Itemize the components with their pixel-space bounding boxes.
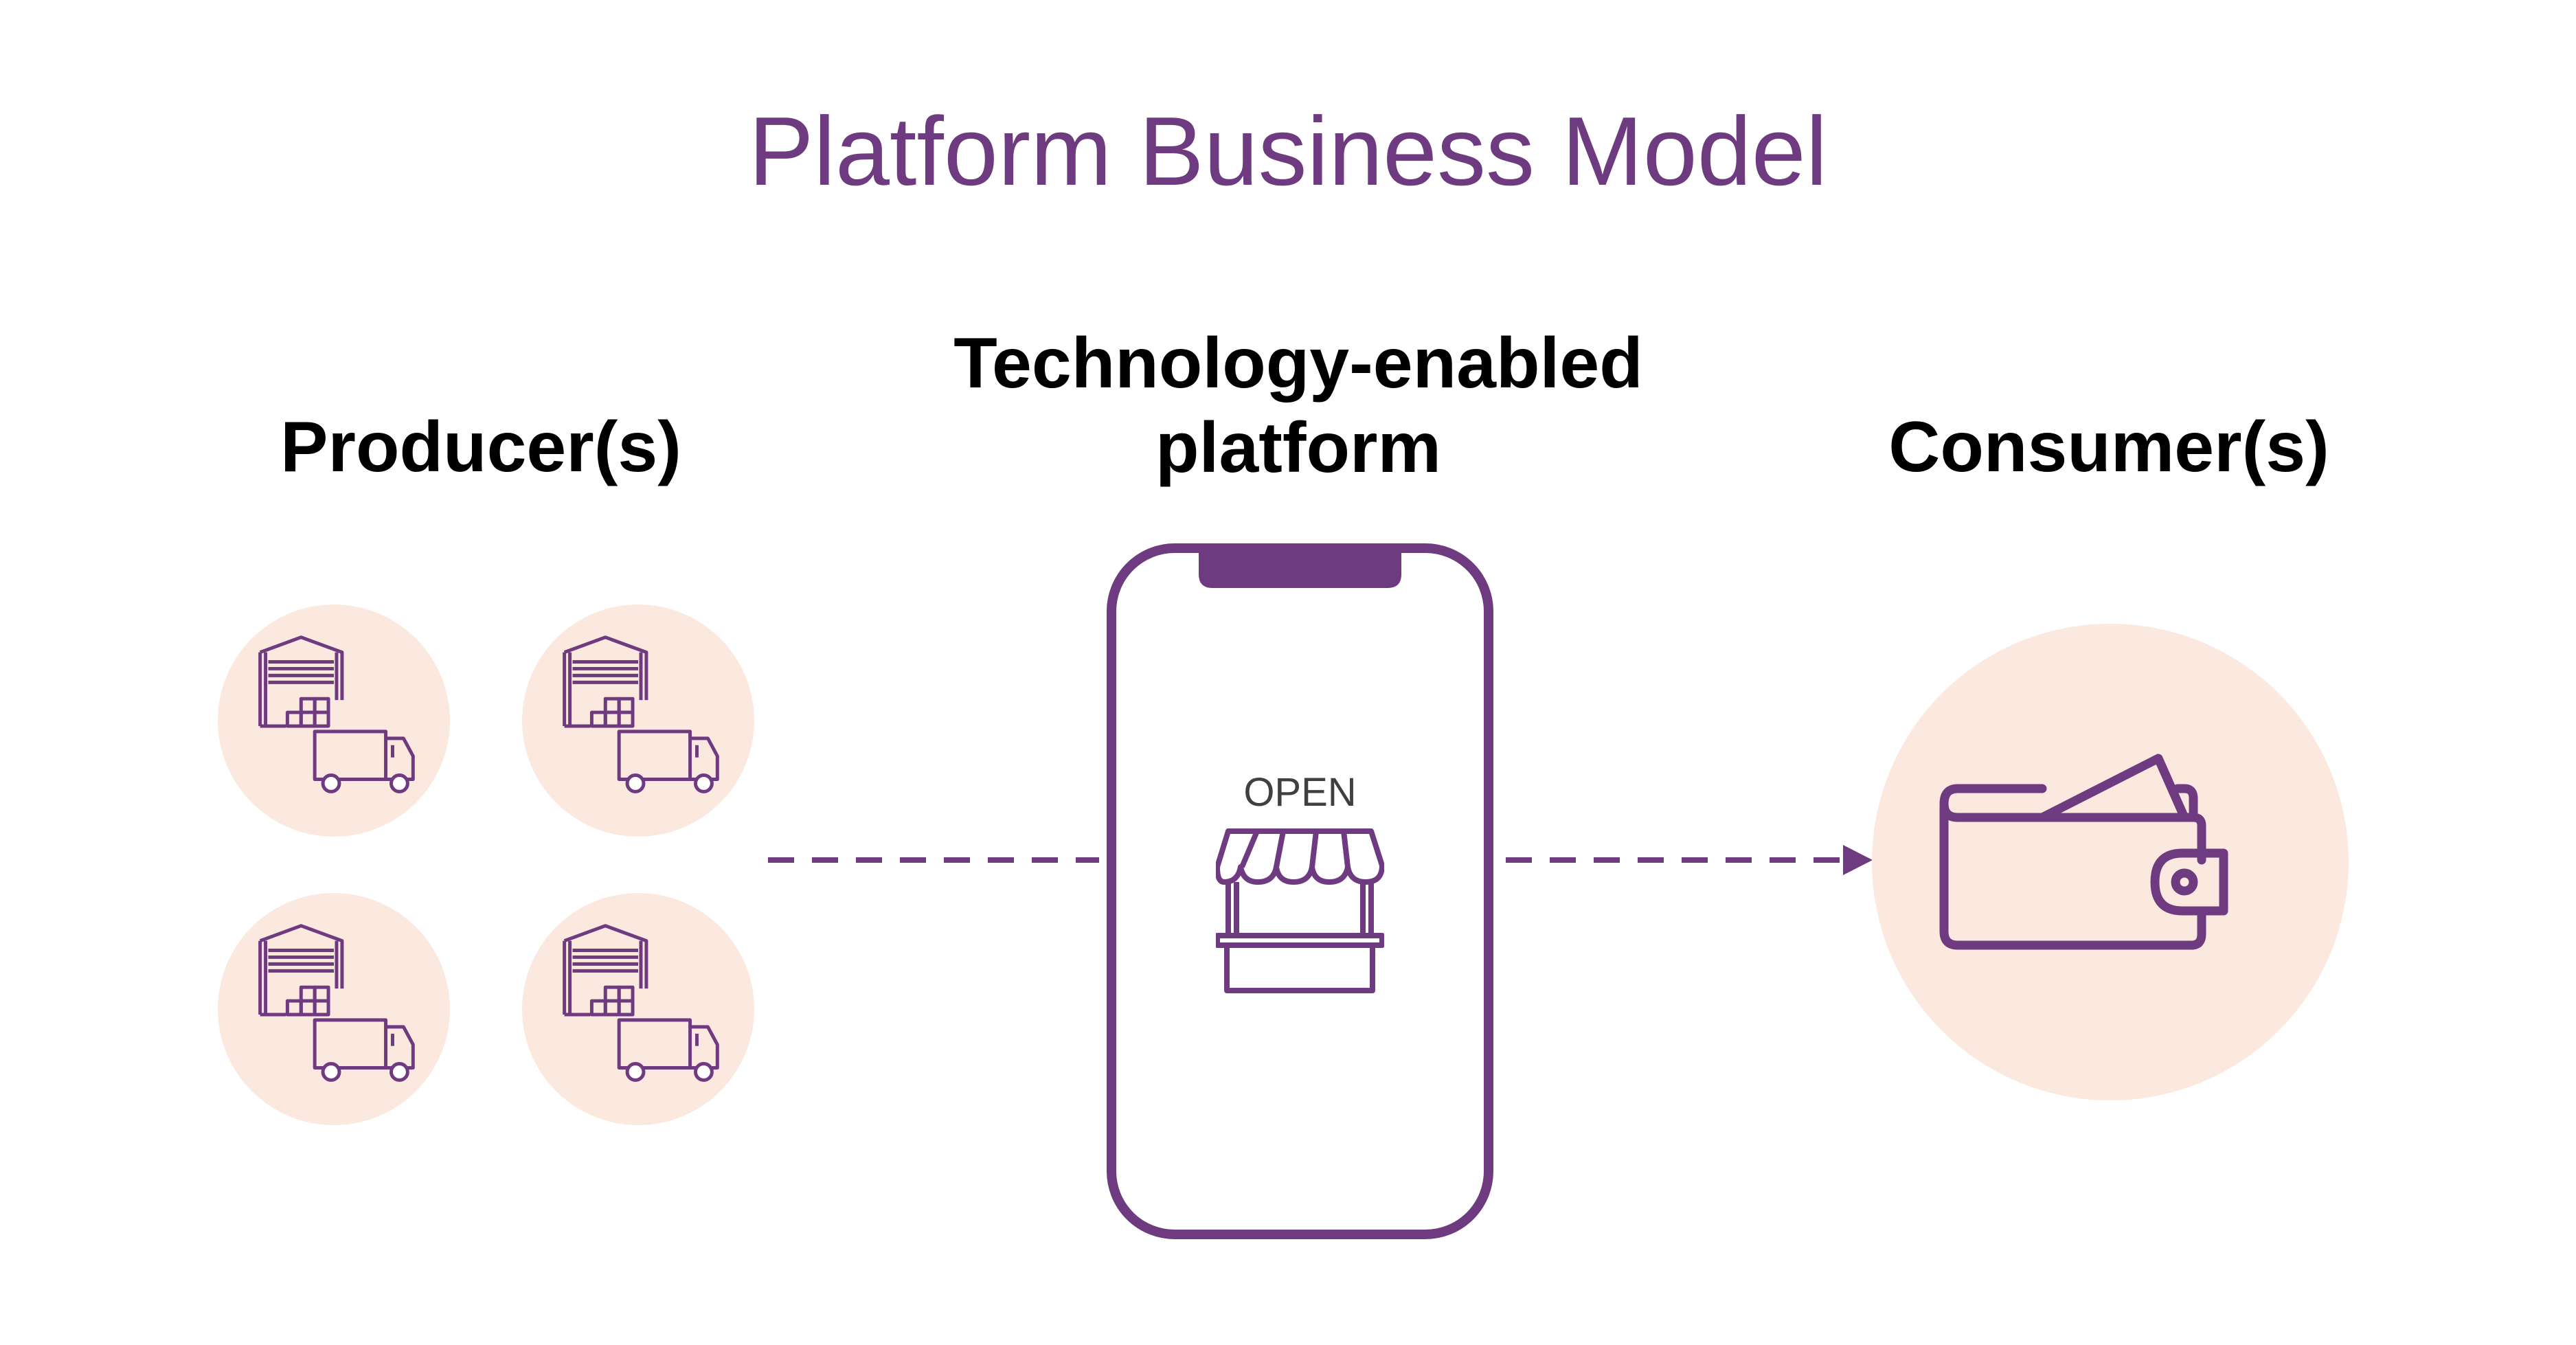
phone-frame <box>1107 543 1493 1239</box>
producer-circle <box>522 604 754 837</box>
page-title: Platform Business Model <box>748 97 1828 206</box>
producer-circle <box>218 604 450 837</box>
phone-notch <box>1199 548 1401 588</box>
platform-label-line2: platform <box>1155 407 1441 488</box>
consumer-circle <box>1872 624 2349 1100</box>
platform-label: Technology-enabled platform <box>852 321 1745 490</box>
warehouse-truck-icon <box>563 635 719 793</box>
open-sign-text: OPEN <box>1243 770 1357 815</box>
warehouse-truck-icon <box>258 924 415 1082</box>
producer-circle <box>522 893 754 1125</box>
arrowhead <box>1843 845 1873 875</box>
warehouse-truck-icon <box>258 635 415 793</box>
consumers-label: Consumer(s) <box>1888 407 2329 487</box>
wallet-icon <box>1939 754 2228 950</box>
warehouse-truck-icon <box>563 924 719 1082</box>
producers-label: Producer(s) <box>280 407 681 487</box>
producer-circle <box>218 893 450 1125</box>
platform-label-line1: Technology-enabled <box>953 324 1643 403</box>
storefront-icon <box>1216 828 1384 993</box>
